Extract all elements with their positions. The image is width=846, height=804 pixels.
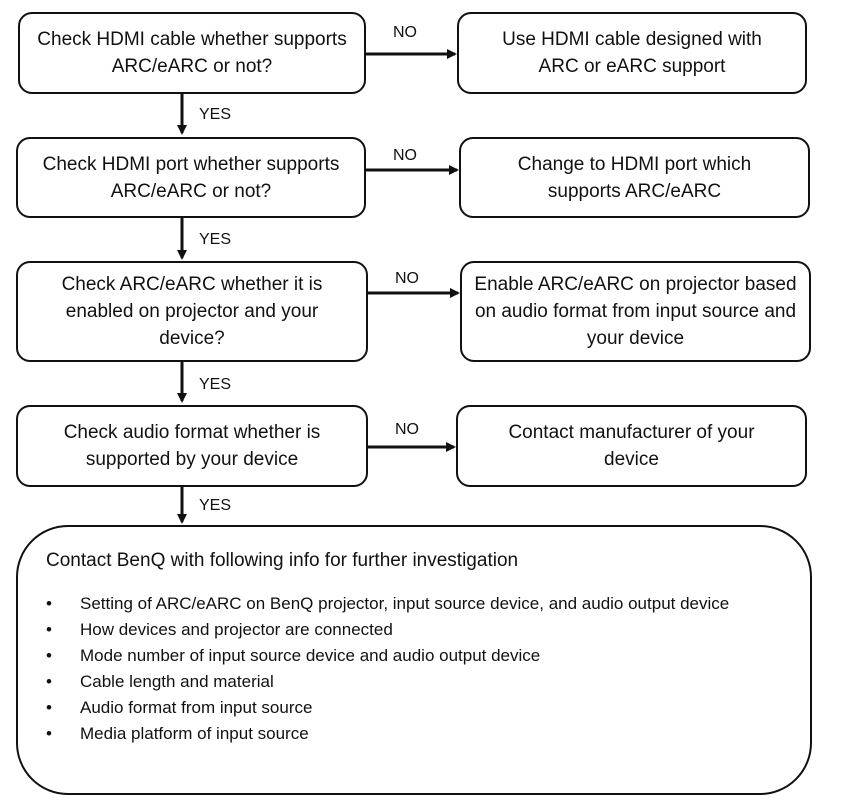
list-item-text: Media platform of input source: [80, 724, 309, 743]
info-list: • Setting of ARC/eARC on BenQ projector, …: [46, 591, 810, 747]
bullet-icon: •: [46, 698, 52, 717]
list-item-text: Cable length and material: [80, 672, 274, 691]
check-hdmi-port-box: Check HDMI port whether supports ARC/eAR…: [16, 137, 366, 218]
yes-label-2: YES: [199, 231, 232, 248]
use-arc-cable-box: Use HDMI cable designed with ARC or eARC…: [457, 12, 807, 94]
change-hdmi-port-text: Change to HDMI port which supports ARC/e…: [517, 153, 752, 202]
no-label-2: NO: [393, 147, 417, 164]
list-item-text: Audio format from input source: [80, 698, 313, 717]
yes-label-3: YES: [199, 376, 232, 393]
no-label-4: NO: [395, 421, 419, 438]
contact-benq-box: Contact BenQ with following info for fur…: [16, 525, 812, 795]
check-hdmi-cable-text: Check HDMI cable whether supports ARC/eA…: [37, 29, 347, 77]
bullet-icon: •: [46, 620, 52, 639]
enable-arc-text: Enable ARC/eARC on projector based on au…: [474, 274, 797, 349]
check-hdmi-cable-box: Check HDMI cable whether supports ARC/eA…: [18, 12, 366, 94]
yes-label-1: YES: [199, 106, 232, 123]
check-hdmi-port-text: Check HDMI port whether supports ARC/eAR…: [42, 153, 340, 202]
no-label-1: NO: [393, 24, 417, 41]
list-item: • Media platform of input source: [46, 721, 810, 747]
bullet-icon: •: [46, 594, 52, 613]
contact-manufacturer-text: Contact manufacturer of your device: [508, 422, 755, 470]
check-arc-enabled-text: Check ARC/eARC whether it is enabled on …: [61, 274, 323, 349]
list-item: • Mode number of input source device and …: [46, 643, 810, 669]
use-arc-cable-text: Use HDMI cable designed with ARC or eARC…: [502, 29, 762, 77]
list-item-text: Setting of ARC/eARC on BenQ projector, i…: [80, 594, 730, 613]
bullet-icon: •: [46, 672, 52, 691]
list-item: • Setting of ARC/eARC on BenQ projector, …: [46, 591, 810, 617]
yes-label-4: YES: [199, 497, 232, 514]
change-hdmi-port-box: Change to HDMI port which supports ARC/e…: [459, 137, 810, 218]
check-audio-format-text: Check audio format whether is supported …: [63, 422, 321, 470]
list-item: • Cable length and material: [46, 669, 810, 695]
bullet-icon: •: [46, 724, 52, 743]
list-item: • Audio format from input source: [46, 695, 810, 721]
list-item-text: Mode number of input source device and a…: [80, 646, 541, 665]
check-audio-format-box: Check audio format whether is supported …: [16, 405, 368, 487]
bullet-icon: •: [46, 646, 52, 665]
contact-benq-title: Contact BenQ with following info for fur…: [46, 550, 519, 571]
list-item-text: How devices and projector are connected: [80, 620, 393, 639]
list-item: • How devices and projector are connected: [46, 617, 810, 643]
no-label-3: NO: [395, 270, 419, 287]
check-arc-enabled-box: Check ARC/eARC whether it is enabled on …: [16, 261, 368, 362]
enable-arc-box: Enable ARC/eARC on projector based on au…: [460, 261, 811, 362]
contact-manufacturer-box: Contact manufacturer of your device: [456, 405, 807, 487]
